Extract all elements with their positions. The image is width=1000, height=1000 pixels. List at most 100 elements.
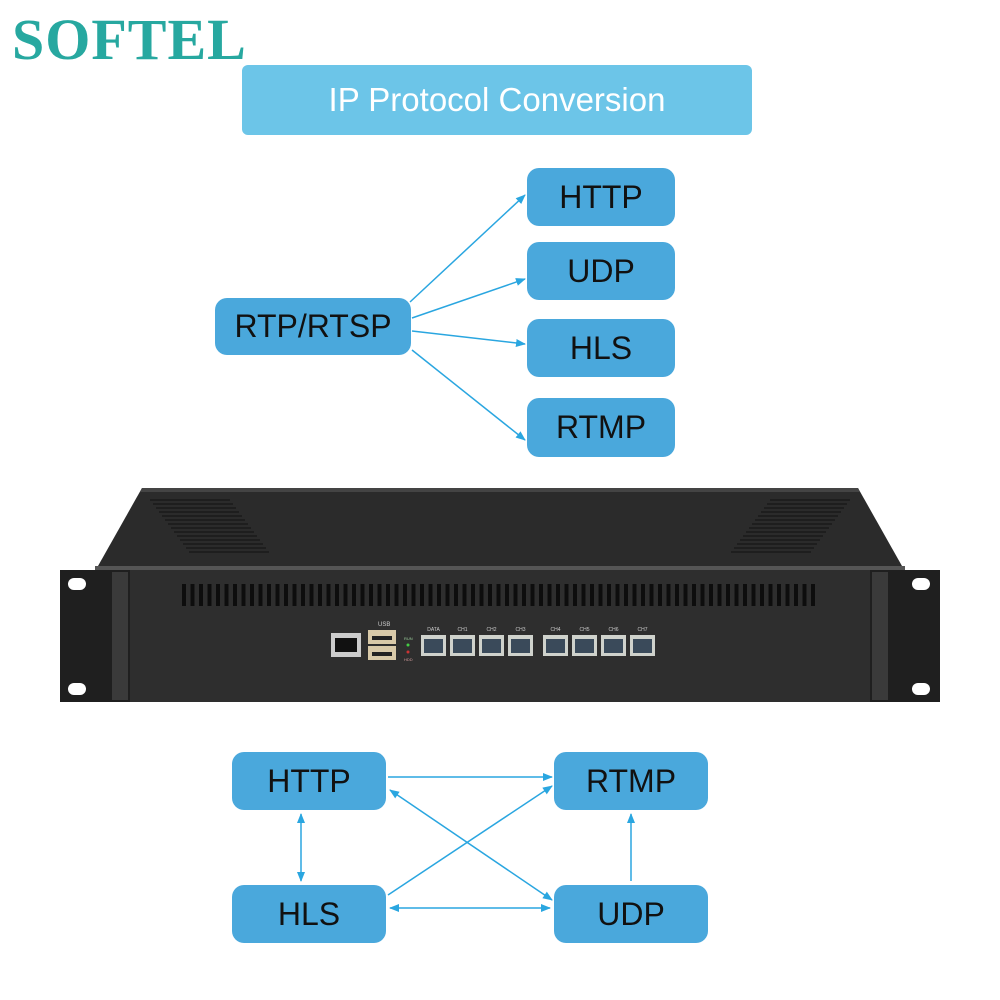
vent-slot [530, 584, 535, 606]
mount-hole [912, 683, 930, 695]
vent-slot [709, 584, 713, 606]
vent-slot [258, 584, 263, 606]
vent-slot [199, 584, 203, 606]
node-rtp-rtsp: RTP/RTSP [215, 298, 411, 355]
arrow-rtsp-http [409, 194, 526, 303]
vent-slot [573, 584, 577, 606]
vent-slot [539, 584, 543, 606]
vent-slot [649, 584, 654, 606]
vent-slot [284, 584, 288, 606]
vent-slot [802, 584, 807, 606]
softel-logo: SOFTEL [12, 7, 247, 72]
mount-hole [912, 578, 930, 590]
vent-slot [717, 584, 722, 606]
vent-slot [445, 584, 450, 606]
led-label-run: RUN [404, 636, 413, 641]
arrow-rtsp-udp [411, 278, 526, 319]
vent-slot [411, 584, 416, 606]
vent-slot [326, 584, 331, 606]
vent-slot [811, 584, 815, 606]
vent-slot [309, 584, 314, 606]
vent-slot [700, 584, 705, 606]
vent-slot [233, 584, 237, 606]
vent-slot [190, 584, 195, 606]
vent-slot [632, 584, 637, 606]
vent-slot [683, 584, 688, 606]
vent-slot [267, 584, 271, 606]
vent-slot [275, 584, 280, 606]
vent-slot [760, 584, 764, 606]
vent-slot [437, 584, 441, 606]
port-label: CH3 [515, 627, 525, 633]
vent-slot [751, 584, 756, 606]
vent-slot [692, 584, 696, 606]
vent-slot [522, 584, 526, 606]
vent-slot [785, 584, 790, 606]
vent-slot [462, 584, 467, 606]
mount-hole [68, 683, 86, 695]
vent-slot [386, 584, 390, 606]
led-label-hdd: HDD [404, 657, 413, 662]
vent-slot [224, 584, 229, 606]
vent-slot [454, 584, 458, 606]
bottom-node-hls: HLS [232, 885, 386, 943]
vent-slot [777, 584, 781, 606]
port-label: CH5 [579, 627, 589, 633]
vent-slot [301, 584, 305, 606]
arrow-udp-http [389, 789, 553, 901]
node-hls: HLS [527, 319, 675, 377]
vent-slot [590, 584, 594, 606]
vent-slot [496, 584, 501, 606]
vent-slot [241, 584, 246, 606]
node-http: HTTP [527, 168, 675, 226]
vent-slot [615, 584, 620, 606]
vent-slot [607, 584, 611, 606]
port-label: DATA [427, 627, 440, 633]
port-label: CH7 [637, 627, 647, 633]
title-banner: IP Protocol Conversion [242, 65, 752, 135]
vent-slot [505, 584, 509, 606]
bottom-node-http: HTTP [232, 752, 386, 810]
bottom-node-udp: UDP [554, 885, 708, 943]
protocol-converter-device: USB RUN HDD DATA CH1 CH2 CH3 CH4 CH5 CH6 CH7 [60, 488, 940, 702]
arrow-rtsp-rtmp [411, 349, 526, 441]
vent-slot [488, 584, 492, 606]
vent-slot [513, 584, 518, 606]
arrow-rtsp-hls [411, 330, 526, 347]
vent-slot [556, 584, 560, 606]
vent-slot [394, 584, 399, 606]
port-label: CH6 [608, 627, 618, 633]
vent-slot [794, 584, 798, 606]
vent-slot [318, 584, 322, 606]
vent-slot [726, 584, 730, 606]
vent-slot [734, 584, 739, 606]
vent-slot [564, 584, 569, 606]
vent-slot [182, 584, 186, 606]
usb-label: USB [378, 622, 390, 628]
vent-slot [403, 584, 407, 606]
vent-slot [479, 584, 484, 606]
port-label: CH2 [486, 627, 496, 633]
vent-slot [666, 584, 671, 606]
port-label: CH4 [550, 627, 560, 633]
vent-slot [581, 584, 586, 606]
port-label: CH1 [457, 627, 467, 633]
vent-slot [598, 584, 603, 606]
vent-slot [547, 584, 552, 606]
vent-slot [624, 584, 628, 606]
vent-slot [250, 584, 254, 606]
vent-slot [292, 584, 297, 606]
vent-slot [377, 584, 382, 606]
vent-slot [641, 584, 645, 606]
vent-slot [471, 584, 475, 606]
vent-slot [658, 584, 662, 606]
mount-hole [68, 578, 86, 590]
vent-slot [420, 584, 424, 606]
vent-slot [207, 584, 212, 606]
vent-slot [352, 584, 356, 606]
vent-slot [360, 584, 365, 606]
vent-slot [335, 584, 339, 606]
vent-slot [675, 584, 679, 606]
vent-slot [428, 584, 433, 606]
